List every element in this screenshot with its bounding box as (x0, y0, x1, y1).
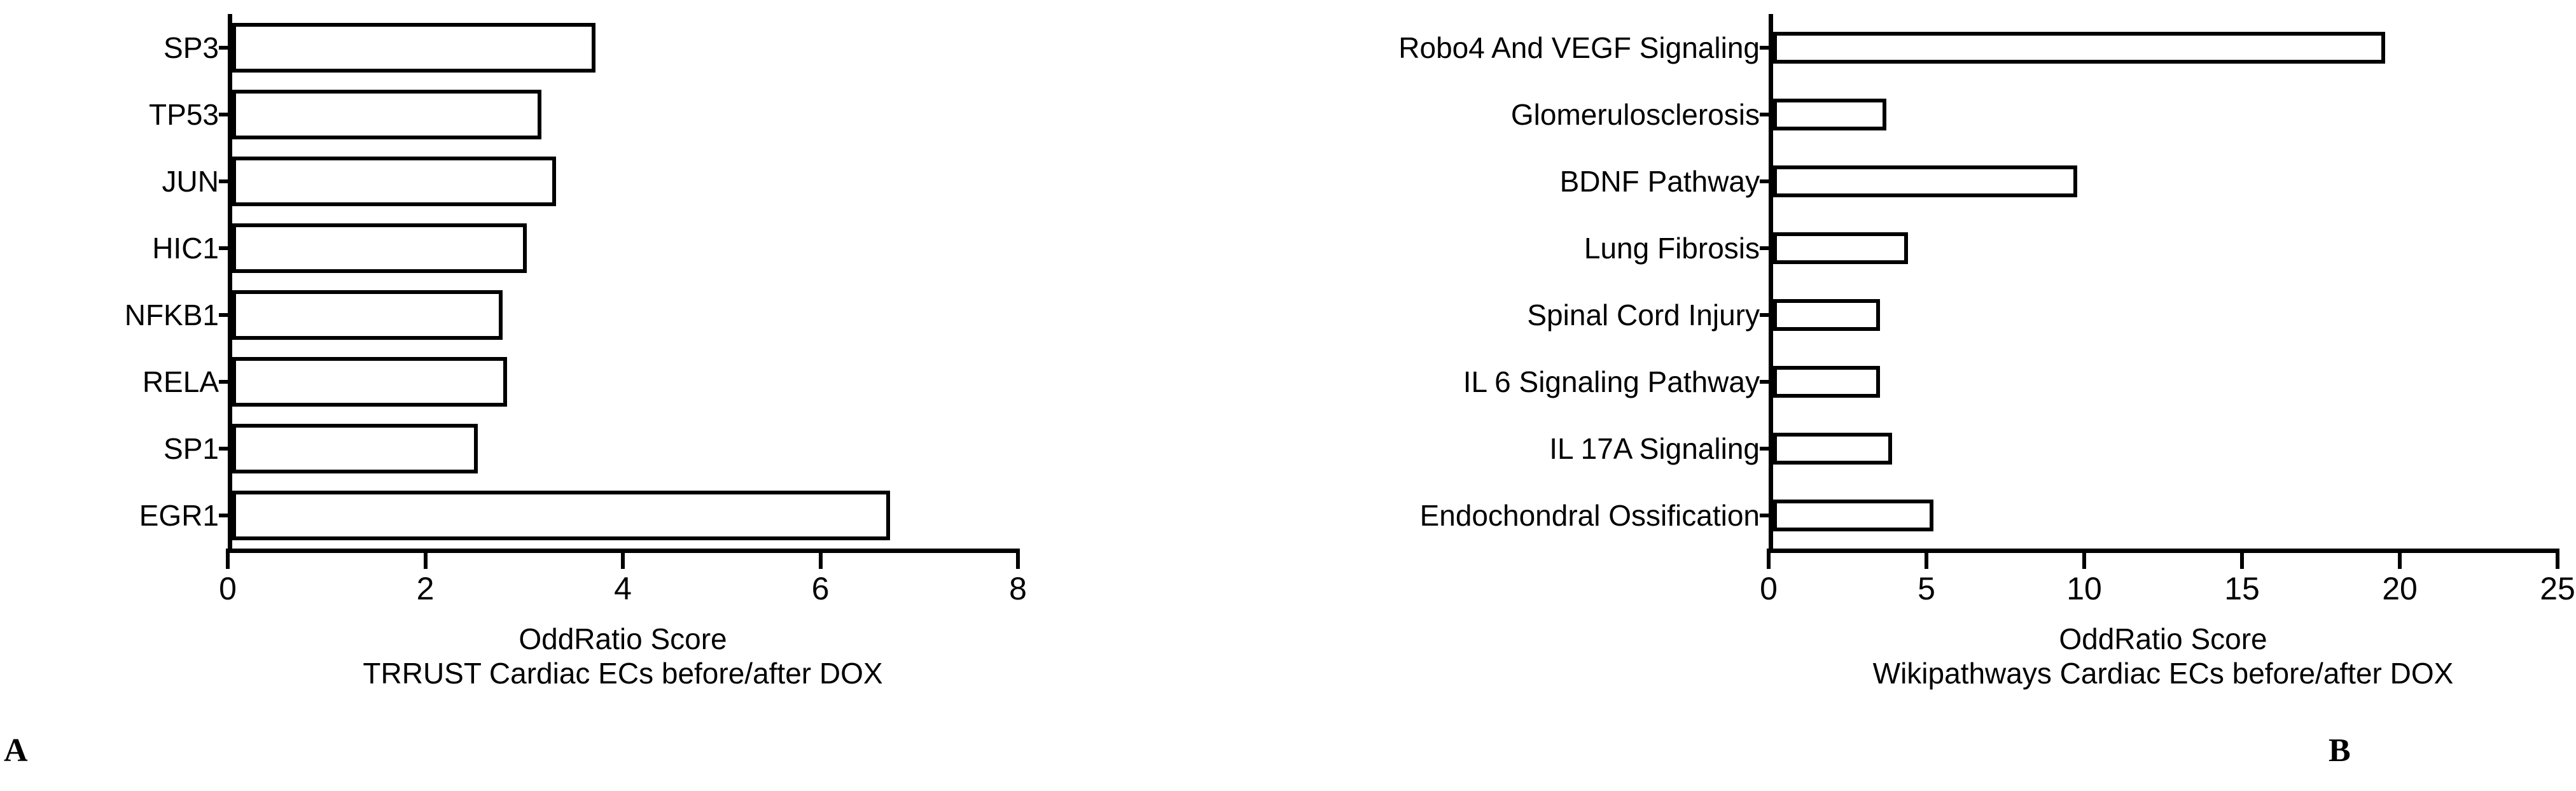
bar (232, 156, 557, 206)
x-tick-label: 6 (811, 571, 830, 606)
bar (1773, 98, 1886, 130)
category-label: Glomerulosclerosis (1511, 81, 1760, 148)
x-tick-label: 25 (2540, 571, 2575, 606)
x-tick (2398, 549, 2402, 569)
bar-row (232, 14, 1018, 81)
x-tick (2240, 549, 2244, 569)
bar (1773, 232, 1909, 264)
x-tick (621, 549, 625, 569)
x-tick (2556, 549, 2559, 569)
panel-letter-a: A (4, 732, 28, 769)
bar (232, 223, 527, 273)
x-tick (423, 549, 428, 569)
bar-row (1773, 14, 2558, 81)
axis-caption-b: OddRatio Score Wikipathways Cardiac ECs … (1769, 622, 2558, 691)
bar-row (232, 415, 1018, 482)
bar-row (1773, 281, 2558, 348)
category-label: Robo4 And VEGF Signaling (1398, 14, 1760, 81)
bar (232, 356, 508, 407)
category-label: EGR1 (139, 482, 219, 549)
x-tick-label: 10 (2066, 571, 2102, 606)
x-tick-label: 0 (1760, 571, 1778, 606)
x-axis-subtitle-a: TRRUST Cardiac ECs before/after DOX (363, 657, 883, 690)
bars-a (232, 14, 1018, 549)
category-label: RELA (143, 348, 219, 415)
bar (1773, 165, 2078, 197)
category-label: JUN (162, 148, 219, 214)
category-label: NFKB1 (125, 281, 219, 348)
bar-row (1773, 148, 2558, 214)
category-label: IL 6 Signaling Pathway (1463, 348, 1760, 415)
bar (1773, 31, 2385, 64)
category-label: TP53 (149, 81, 219, 148)
category-label: IL 17A Signaling (1549, 415, 1760, 482)
bar-row (232, 482, 1018, 549)
bar (232, 423, 478, 473)
bar-row (1773, 348, 2558, 415)
plot-area-a (228, 14, 1018, 549)
bar (1773, 432, 1893, 465)
category-label: SP3 (164, 14, 219, 81)
category-label: Spinal Cord Injury (1527, 281, 1760, 348)
bar (1773, 365, 1880, 398)
bars-b (1773, 14, 2558, 549)
category-label: Endochondral Ossification (1420, 482, 1760, 549)
x-tick (1767, 549, 1771, 569)
bar-row (232, 348, 1018, 415)
x-tick-label: 15 (2224, 571, 2260, 606)
x-tick-label: 20 (2382, 571, 2418, 606)
x-tick (818, 549, 823, 569)
bar (232, 89, 542, 139)
bar (232, 490, 891, 540)
bar (232, 290, 503, 340)
x-tick-label: 2 (416, 571, 435, 606)
bar-row (232, 281, 1018, 348)
category-label: BDNF Pathway (1560, 148, 1760, 214)
plot-wrap-b: 0 5 10 15 20 25 (1760, 14, 2575, 605)
bar (1773, 298, 1880, 331)
x-axis-subtitle-b: Wikipathways Cardiac ECs before/after DO… (1872, 657, 2454, 690)
x-tick (1925, 549, 1928, 569)
axis-caption-a: OddRatio Score TRRUST Cardiac ECs before… (228, 622, 1018, 691)
x-tick-label: 4 (614, 571, 632, 606)
bar-row (1773, 482, 2558, 549)
bar-row (1773, 214, 2558, 281)
x-tick-label: 0 (219, 571, 237, 606)
plot-area-b (1769, 14, 2558, 549)
category-label: HIC1 (152, 214, 219, 281)
category-label: Lung Fibrosis (1584, 214, 1760, 281)
bar-row (1773, 81, 2558, 148)
x-tick (1016, 549, 1020, 569)
x-axis-title-a: OddRatio Score (519, 622, 727, 655)
category-label: SP1 (164, 415, 219, 482)
bar (232, 22, 596, 73)
plot-wrap-a: 0 2 4 6 8 (219, 14, 1027, 605)
panel-letter-b: B (2329, 732, 2351, 769)
bar-row (232, 81, 1018, 148)
x-tick (226, 549, 230, 569)
bar (1773, 499, 1933, 531)
x-axis-b: 0 5 10 15 20 25 (1760, 549, 2575, 605)
x-axis-title-b: OddRatio Score (2059, 622, 2267, 655)
bar-row (1773, 415, 2558, 482)
x-tick (2082, 549, 2086, 569)
x-tick-label: 5 (1918, 571, 1935, 606)
bar-row (232, 214, 1018, 281)
bar-row (232, 148, 1018, 214)
x-tick-label: 8 (1009, 571, 1027, 606)
x-axis-a: 0 2 4 6 8 (219, 549, 1027, 605)
